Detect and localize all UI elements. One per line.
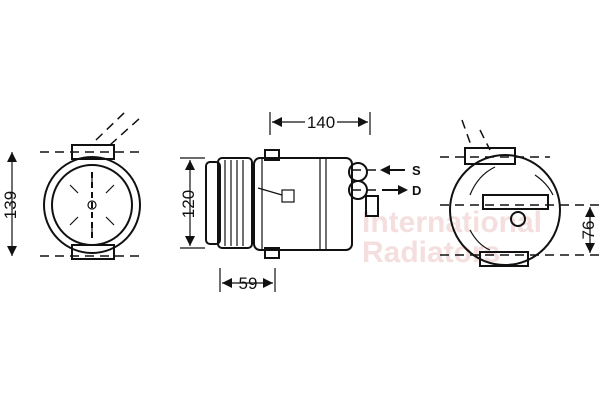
dimension-76: 76 <box>579 221 598 240</box>
side-view: 140 S D 120 59 <box>179 112 421 293</box>
dimension-139: 139 <box>1 191 20 219</box>
dimension-59: 59 <box>239 274 258 293</box>
dimension-140: 140 <box>307 113 335 132</box>
port-label-suction: S <box>412 163 421 178</box>
rear-view: 76 <box>440 119 600 267</box>
port-label-discharge: D <box>412 183 421 198</box>
front-view: 139 <box>1 111 145 260</box>
dimension-120: 120 <box>179 190 198 218</box>
watermark: International Radiators <box>362 206 542 269</box>
